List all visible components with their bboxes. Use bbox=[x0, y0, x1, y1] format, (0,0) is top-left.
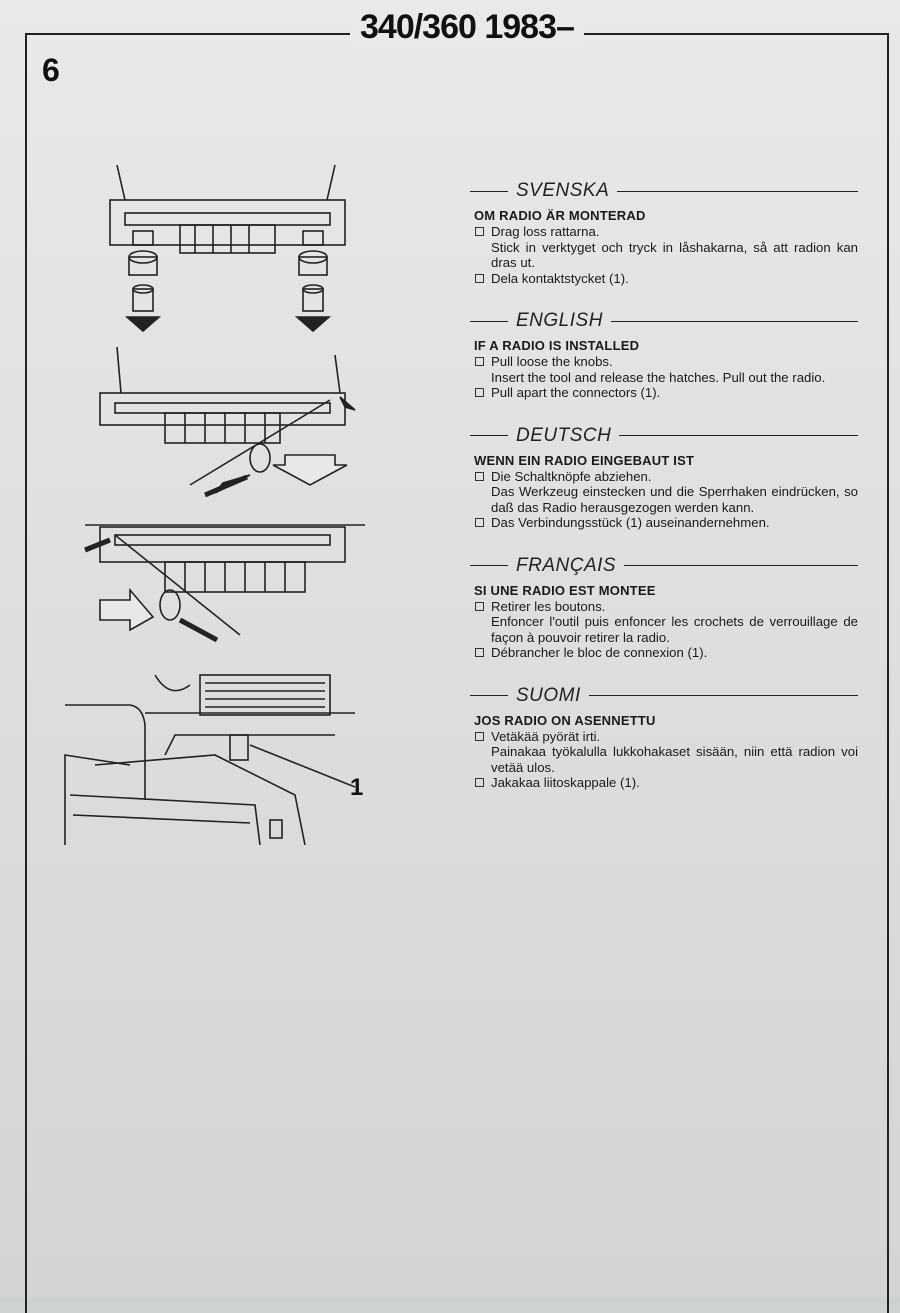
checkbox-icon bbox=[475, 273, 484, 283]
step2-tool-insertion-drawing bbox=[99, 346, 356, 498]
language-heading: SUOMI bbox=[470, 683, 858, 709]
checkbox-icon bbox=[475, 778, 484, 787]
heading-rule bbox=[470, 190, 508, 192]
language-name: ENGLISH bbox=[516, 310, 603, 331]
language-name: FRANÇAIS bbox=[516, 554, 617, 576]
section-english: ENGLISH IF A RADIO IS INSTALLED Pull loo… bbox=[470, 308, 858, 401]
step4-dashboard-connector-drawing bbox=[64, 674, 356, 846]
item-text: Dela kontaktstycket (1). bbox=[491, 270, 629, 286]
list-item: Drag loss rattarna. Stick in verktyget o… bbox=[474, 224, 858, 271]
checkbox-icon bbox=[475, 518, 484, 527]
checkbox-icon bbox=[475, 731, 484, 741]
item-continuation: Das Werkzeug einstecken und die Sperrhak… bbox=[491, 484, 858, 515]
heading-rule bbox=[610, 320, 858, 322]
checkbox-icon bbox=[475, 227, 484, 236]
section-francais: FRANÇAIS SI UNE RADIO EST MONTEE Retirer… bbox=[470, 553, 858, 661]
step1-radio-knobs-drawing bbox=[109, 164, 346, 333]
language-name: SUOMI bbox=[516, 684, 581, 706]
list-item: Das Verbindungsstück (1) auseinandernehm… bbox=[474, 515, 858, 531]
page-title: 340/360 1983– bbox=[350, 8, 584, 47]
item-text: Das Verbindungsstück (1) auseinandernehm… bbox=[491, 515, 770, 530]
item-continuation: Insert the tool and release the hatches.… bbox=[491, 369, 826, 385]
item-text: Die Schaltknöpfe abziehen. bbox=[491, 468, 652, 484]
heading-rule bbox=[617, 190, 858, 192]
heading-rule bbox=[470, 565, 508, 566]
item-continuation: Painakaa työkalulla lukkohakaset sisään,… bbox=[491, 744, 858, 775]
item-text: Débrancher le bloc de connexion (1). bbox=[491, 645, 708, 660]
step3-tool-insertion-drawing bbox=[84, 524, 365, 643]
heading-rule bbox=[588, 695, 858, 696]
list-item: Pull loose the knobs. Insert the tool an… bbox=[474, 354, 858, 385]
section-deutsch: DEUTSCH WENN EIN RADIO EINGEBAUT IST Die… bbox=[470, 423, 858, 531]
page-number: 6 bbox=[42, 52, 60, 88]
section-subheading: SI UNE RADIO EST MONTEE bbox=[474, 582, 656, 598]
language-heading: DEUTSCH bbox=[470, 423, 858, 449]
section-subheading: OM RADIO ÄR MONTERAD bbox=[474, 208, 646, 223]
illustration-drawing bbox=[64, 164, 365, 846]
language-heading: FRANÇAIS bbox=[470, 553, 858, 579]
item-continuation: Stick in verktyget och tryck in låshakar… bbox=[491, 239, 858, 271]
section-subheading: WENN EIN RADIO EINGEBAUT IST bbox=[474, 452, 695, 468]
item-continuation: Enfoncer l'outil puis enfoncer les croch… bbox=[491, 614, 858, 645]
item-text: Vetäkää pyörät irti. bbox=[491, 728, 601, 744]
language-name: SVENSKA bbox=[516, 180, 610, 201]
connector-callout-label: 1 bbox=[350, 774, 364, 801]
item-text: Drag loss rattarna. bbox=[491, 224, 600, 239]
heading-rule bbox=[619, 435, 858, 436]
list-item: Retirer les boutons. Enfoncer l'outil pu… bbox=[474, 599, 858, 646]
item-text: Pull apart the connectors (1). bbox=[491, 385, 661, 400]
heading-rule bbox=[624, 565, 858, 566]
item-text: Retirer les boutons. bbox=[491, 598, 606, 614]
list-item: Vetäkää pyörät irti. Painakaa työkalulla… bbox=[474, 729, 858, 776]
checkbox-icon bbox=[475, 357, 484, 366]
list-item: Débrancher le bloc de connexion (1). bbox=[474, 645, 858, 661]
heading-rule bbox=[470, 320, 508, 322]
section-suomi: SUOMI JOS RADIO ON ASENNETTU Vetäkää pyö… bbox=[470, 683, 858, 791]
heading-rule bbox=[470, 435, 508, 436]
list-item: Dela kontaktstycket (1). bbox=[474, 271, 858, 287]
instructions-column: SVENSKA OM RADIO ÄR MONTERAD Drag loss r… bbox=[470, 178, 858, 813]
list-item: Die Schaltknöpfe abziehen. Das Werkzeug … bbox=[474, 469, 858, 516]
checkbox-icon bbox=[475, 471, 484, 481]
section-svenska: SVENSKA OM RADIO ÄR MONTERAD Drag loss r… bbox=[470, 178, 858, 286]
heading-rule bbox=[470, 695, 508, 696]
radio-removal-illustration bbox=[55, 155, 385, 846]
list-item: Jakakaa liitoskappale (1). bbox=[474, 775, 858, 791]
checkbox-icon bbox=[475, 388, 484, 397]
item-text: Jakakaa liitoskappale (1). bbox=[491, 775, 640, 790]
section-subheading: JOS RADIO ON ASENNETTU bbox=[474, 712, 656, 728]
section-subheading: IF A RADIO IS INSTALLED bbox=[474, 338, 640, 353]
language-name: DEUTSCH bbox=[516, 424, 612, 446]
checkbox-icon bbox=[475, 648, 484, 657]
language-heading: ENGLISH bbox=[470, 308, 858, 334]
checkbox-icon bbox=[475, 601, 484, 611]
list-item: Pull apart the connectors (1). bbox=[474, 385, 858, 401]
language-heading: SVENSKA bbox=[470, 178, 858, 204]
item-text: Pull loose the knobs. bbox=[491, 354, 613, 369]
